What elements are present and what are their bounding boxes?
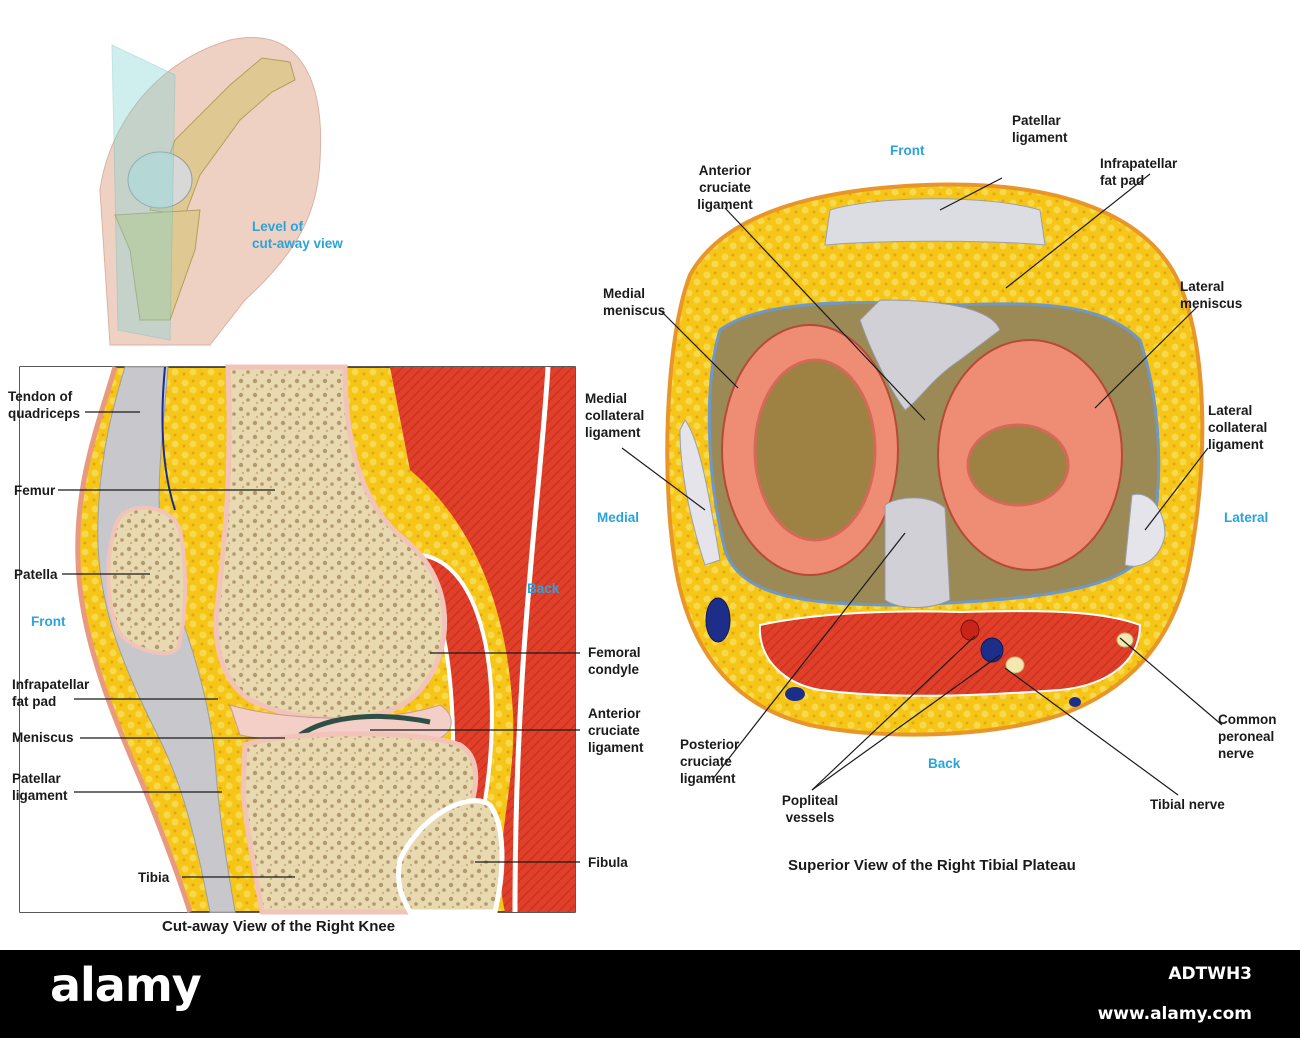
label-patellar-ligament: Patellar ligament xyxy=(12,771,68,803)
level-of-cut-label: Level of cut-away view xyxy=(252,219,343,251)
sagittal-section xyxy=(19,364,576,915)
plateau-lateral-direction: Lateral xyxy=(1224,510,1269,525)
label-medial-meniscus: Medial meniscus xyxy=(603,286,666,318)
label-lateral-meniscus: Lateral meniscus xyxy=(1180,279,1243,311)
label-tibia: Tibia xyxy=(138,870,170,885)
label-patellar-ligament-plateau: Patellar ligament xyxy=(1012,113,1068,145)
plateau-medial-direction: Medial xyxy=(597,510,640,525)
sagittal-front-direction: Front xyxy=(31,614,66,629)
label-medial-collateral: Medial collateral ligament xyxy=(585,391,645,440)
label-femur: Femur xyxy=(14,483,56,498)
plateau-back-direction: Back xyxy=(928,756,961,771)
alamy-logo: alamy xyxy=(50,958,202,1012)
sagittal-back-direction: Back xyxy=(527,581,560,596)
plateau-caption: Superior View of the Right Tibial Platea… xyxy=(788,857,1076,874)
label-fibula: Fibula xyxy=(588,855,628,870)
label-anterior-cruciate-sagittal: Anterior cruciate ligament xyxy=(588,706,644,755)
plateau-front-direction: Front xyxy=(890,143,925,158)
leader-lines xyxy=(58,173,1223,878)
label-common-peroneal-nerve: Common peroneal nerve xyxy=(1218,712,1277,761)
label-infrapatellar-fat-pad: Infrapatellar fat pad xyxy=(12,677,90,709)
label-patella: Patella xyxy=(14,567,58,582)
sagittal-caption: Cut-away View of the Right Knee xyxy=(162,918,396,935)
label-tibial-nerve: Tibial nerve xyxy=(1150,797,1225,812)
knee-anatomy-illustration xyxy=(19,37,1223,915)
watermark-footer: alamy ADTWH3 www.alamy.com xyxy=(0,950,1300,1038)
label-posterior-cruciate: Posterior cruciate ligament xyxy=(680,737,740,786)
tibial-plateau xyxy=(665,182,1205,737)
footer-url-text: www.alamy.com xyxy=(1097,1004,1252,1024)
label-infrapatellar-fat-pad-plateau: Infrapatellar fat pad xyxy=(1100,156,1178,188)
label-meniscus: Meniscus xyxy=(12,730,74,745)
label-lateral-collateral: Lateral collateral ligament xyxy=(1208,403,1268,452)
image-id-text: ADTWH3 xyxy=(1168,964,1252,984)
inset-knee xyxy=(99,37,322,346)
label-anterior-cruciate-plateau: Anterior cruciate ligament xyxy=(697,163,753,212)
label-femoral-condyle: Femoral condyle xyxy=(588,645,641,677)
label-popliteal-vessels: Popliteal vessels xyxy=(781,793,839,825)
label-tendon-quadriceps: Tendon of quadriceps xyxy=(8,389,81,421)
